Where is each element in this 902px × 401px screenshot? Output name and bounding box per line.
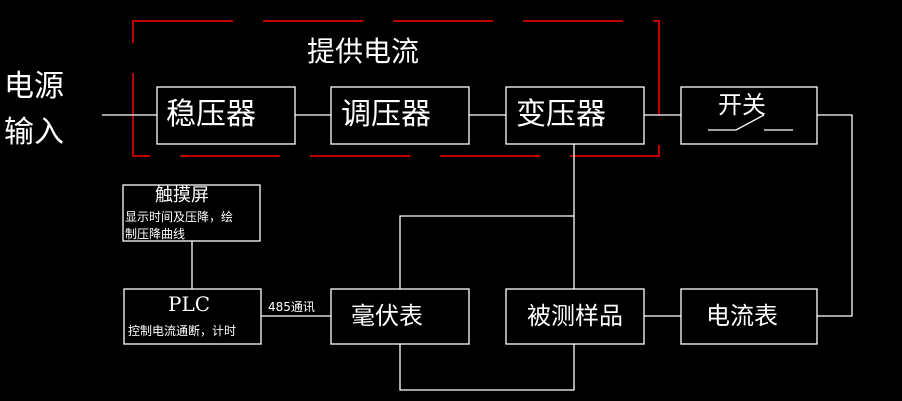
millivoltmeter-label: 毫伏表 [351,302,423,330]
switch-blade [735,114,765,131]
power-group-border [132,20,660,157]
stabilizer-label: 稳压器 [166,97,256,132]
plc-desc: 控制电流通断，计时 [128,324,237,338]
sample-label: 被测样品 [527,302,623,330]
input-label-line2: 输入 [4,115,64,150]
touchscreen-desc-line2: 制压降曲线 [125,227,186,241]
group-title: 提供电流 [307,35,420,68]
input-label-line1: 电源 [4,69,64,104]
wire-millivoltmeter-top-loop [399,215,574,289]
touchscreen-title: 触摸屏 [155,185,209,206]
transformer-label: 变压器 [516,97,606,132]
plc-title: PLC [168,292,211,316]
regulator-label: 调压器 [341,97,431,132]
comm-label: 485通讯 [268,300,315,314]
switch-label: 开关 [718,91,766,119]
touchscreen-desc-line1: 显示时间及压降，绘 [125,210,234,224]
wire-switch-ammeter [817,114,853,317]
wire-millivoltmeter-bottom-loop [399,344,575,391]
ammeter-label: 电流表 [706,302,778,330]
